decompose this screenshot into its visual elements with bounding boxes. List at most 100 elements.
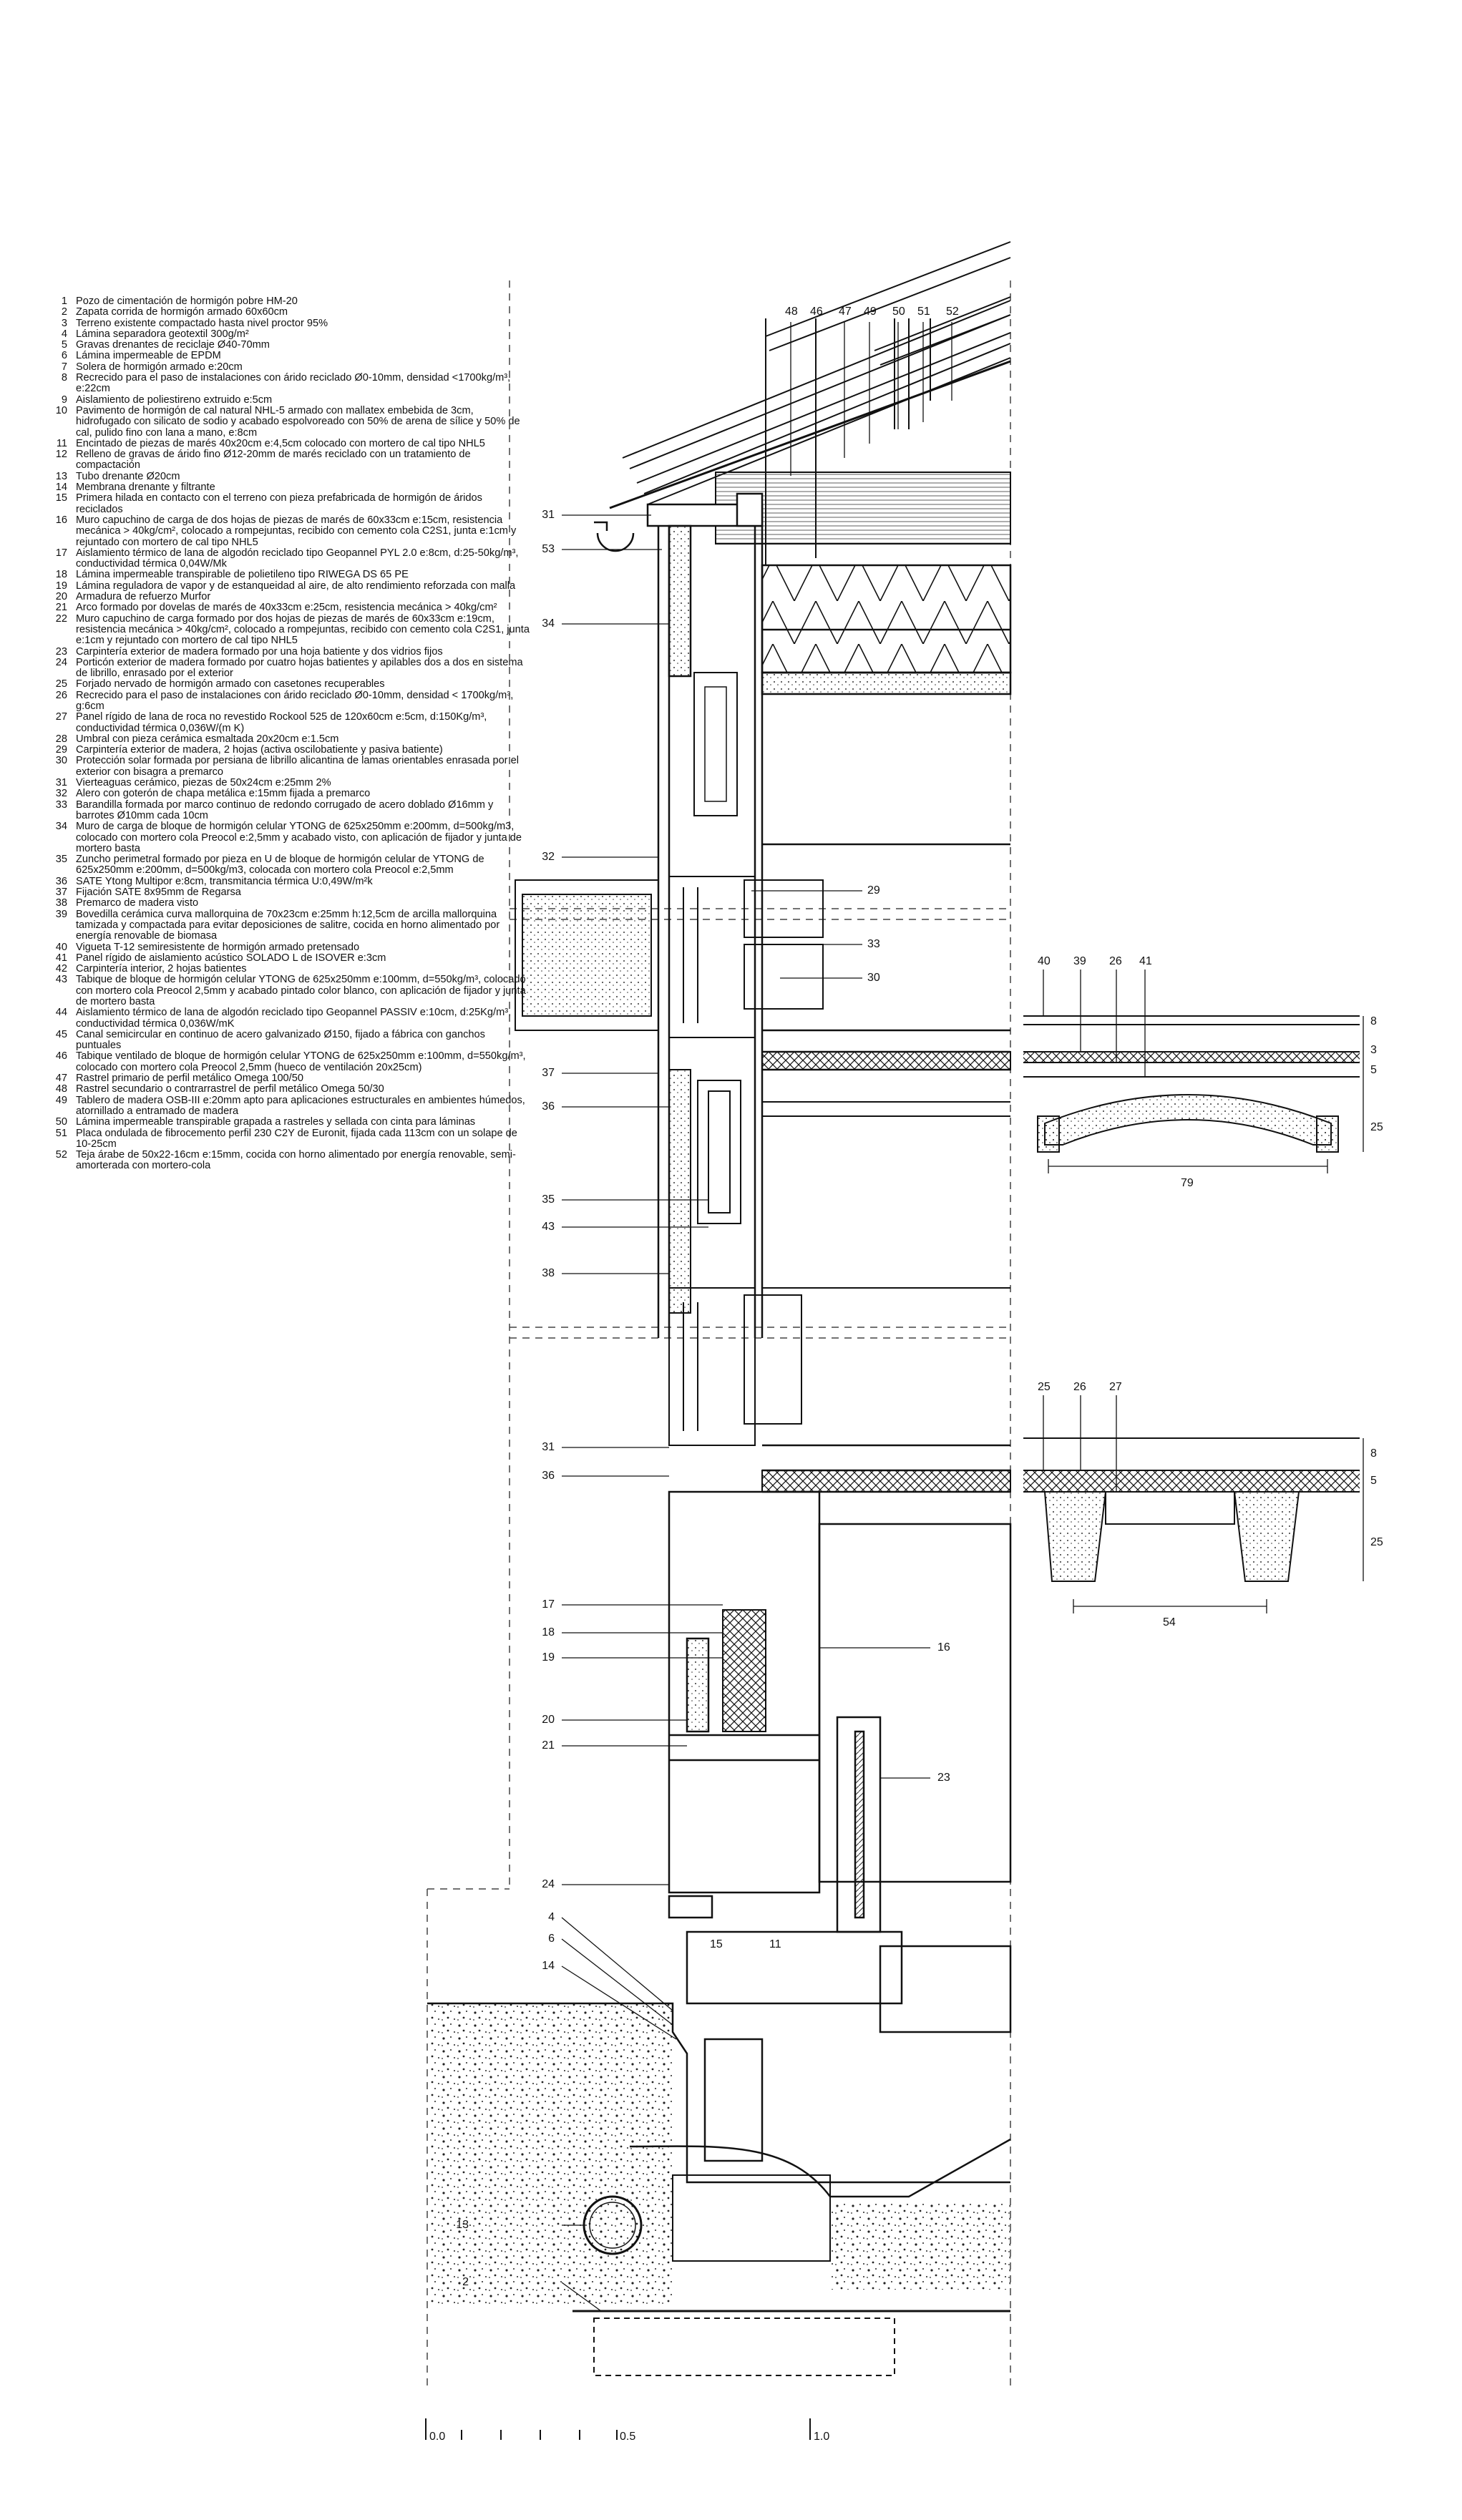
- legend-number: 52: [55, 1149, 67, 1161]
- detail-ribbed-labels: 25 26 27 8 5 25 54: [1038, 1381, 1383, 1628]
- callout-18: 18: [542, 1626, 555, 1639]
- vault-dim-3: 3: [1370, 1044, 1377, 1056]
- legend-number: 50: [55, 1116, 67, 1128]
- legend-number: 3: [61, 317, 67, 329]
- legend-text: Bovedilla cerámica curva mallorquina de …: [76, 908, 500, 942]
- legend-text: Muro de carga de bloque de hormigón celu…: [76, 821, 522, 854]
- legend-text: Carpintería exterior de madera formado p…: [76, 645, 443, 658]
- callout-47: 47: [839, 306, 852, 318]
- window-upper: [515, 876, 1011, 1071]
- callout-20: 20: [542, 1714, 555, 1726]
- legend-number: 33: [55, 799, 67, 811]
- legend-number: 22: [55, 612, 67, 625]
- legend-text: Zapata corrida de hormigón armado 60x60c…: [76, 306, 288, 318]
- ribbed-dim-8: 8: [1370, 1447, 1377, 1460]
- legend-number: 32: [55, 788, 67, 800]
- legend-number: 11: [56, 437, 67, 449]
- legend-number: 20: [55, 591, 67, 603]
- legend-text: Arco formado por dovelas de marés de 40x…: [76, 602, 497, 614]
- detail-vault-labels: 40 39 26 41 8 3 5 25 79: [1038, 955, 1383, 1189]
- legend-number: 28: [55, 733, 67, 745]
- legend-number: 21: [55, 602, 67, 614]
- legend-number: 49: [55, 1094, 67, 1106]
- legend-number: 47: [55, 1073, 67, 1085]
- detail-vault-slab: [1023, 970, 1364, 1173]
- legend-number: 4: [61, 328, 67, 340]
- ribbed-dim-25: 25: [1370, 1536, 1383, 1548]
- legend-text: Tubo drenante Ø20cm: [76, 470, 180, 482]
- legend-item: 21 Arco formado por dovelas de marés de 4…: [43, 602, 530, 614]
- ribbed-span: 54: [1163, 1616, 1176, 1628]
- legend-number: 12: [55, 449, 67, 461]
- legend-number: 10: [55, 404, 67, 416]
- vault-dim-8: 8: [1370, 1015, 1377, 1027]
- upper-wall: [646, 492, 1012, 1338]
- callout-50: 50: [892, 306, 905, 318]
- callout-14: 14: [542, 1960, 555, 1972]
- legend-text: Lámina impermeable transpirable de polie…: [76, 569, 409, 581]
- legend-text: Carpintería exterior de madera, 2 hojas …: [76, 744, 443, 756]
- legend-number: 43: [55, 974, 67, 986]
- legend-item: 51 Placa ondulada de fibrocemento perfil …: [43, 1128, 530, 1151]
- legend-text: Lámina impermeable de EPDM: [76, 350, 221, 362]
- scale-bar: [425, 2418, 811, 2440]
- legend-number: 45: [55, 1028, 67, 1040]
- legend-text: Muro capuchino de carga de dos hojas de …: [76, 514, 517, 548]
- legend-item: 23 Carpintería exterior de madera formado…: [43, 645, 530, 658]
- callout-15: 15: [710, 1938, 723, 1950]
- legend-text: Panel rígido de lana de roca no revestid…: [76, 711, 487, 734]
- legend-text: Placa ondulada de fibrocemento perfil 23…: [76, 1127, 517, 1150]
- callout-4: 4: [548, 1911, 555, 1923]
- legend-text: Canal semicircular en continuo de acero …: [76, 1028, 485, 1052]
- ribbed-dim-5: 5: [1370, 1475, 1377, 1487]
- legend-number: 35: [55, 854, 67, 866]
- legend-item: 1 Pozo de cimentación de hormigón pobre H…: [43, 296, 530, 307]
- callout-46: 46: [810, 306, 823, 318]
- callout-11: 11: [769, 1938, 781, 1950]
- callout-31-bottom: 31: [542, 1441, 555, 1453]
- legend-number: 51: [55, 1127, 67, 1139]
- callout-31-top: 31: [542, 509, 555, 521]
- vault-dim-5: 5: [1370, 1064, 1377, 1076]
- scale-1: 1.0: [814, 2431, 829, 2443]
- legend-text: Pozo de cimentación de hormigón pobre HM…: [76, 296, 298, 307]
- legend-number: 17: [55, 547, 67, 559]
- callout-49: 49: [864, 306, 877, 318]
- callout-labels-roof: 48 46 47 49 50 51 52: [785, 306, 959, 318]
- legend-text: Teja árabe de 50x22-16cm e:15mm, cocida …: [76, 1149, 516, 1172]
- ribbed-label-27: 27: [1109, 1381, 1122, 1393]
- vault-label-39: 39: [1073, 955, 1086, 967]
- legend-number: 37: [55, 887, 67, 899]
- legend-item: 34 Muro de carga de bloque de hormigón ce…: [43, 821, 530, 854]
- legend-number: 34: [55, 821, 67, 833]
- callout-32: 32: [542, 851, 555, 863]
- legend-text: Tabique ventilado de bloque de hormigón …: [76, 1050, 526, 1073]
- callout-43: 43: [542, 1221, 555, 1233]
- callout-30: 30: [867, 972, 880, 984]
- legend-number: 24: [55, 656, 67, 668]
- callout-35: 35: [542, 1193, 555, 1206]
- legend-number: 1: [61, 296, 67, 307]
- legend-number: 23: [55, 645, 67, 658]
- vault-dim-25: 25: [1370, 1121, 1383, 1133]
- callout-51: 51: [917, 306, 930, 318]
- callout-23: 23: [937, 1772, 950, 1784]
